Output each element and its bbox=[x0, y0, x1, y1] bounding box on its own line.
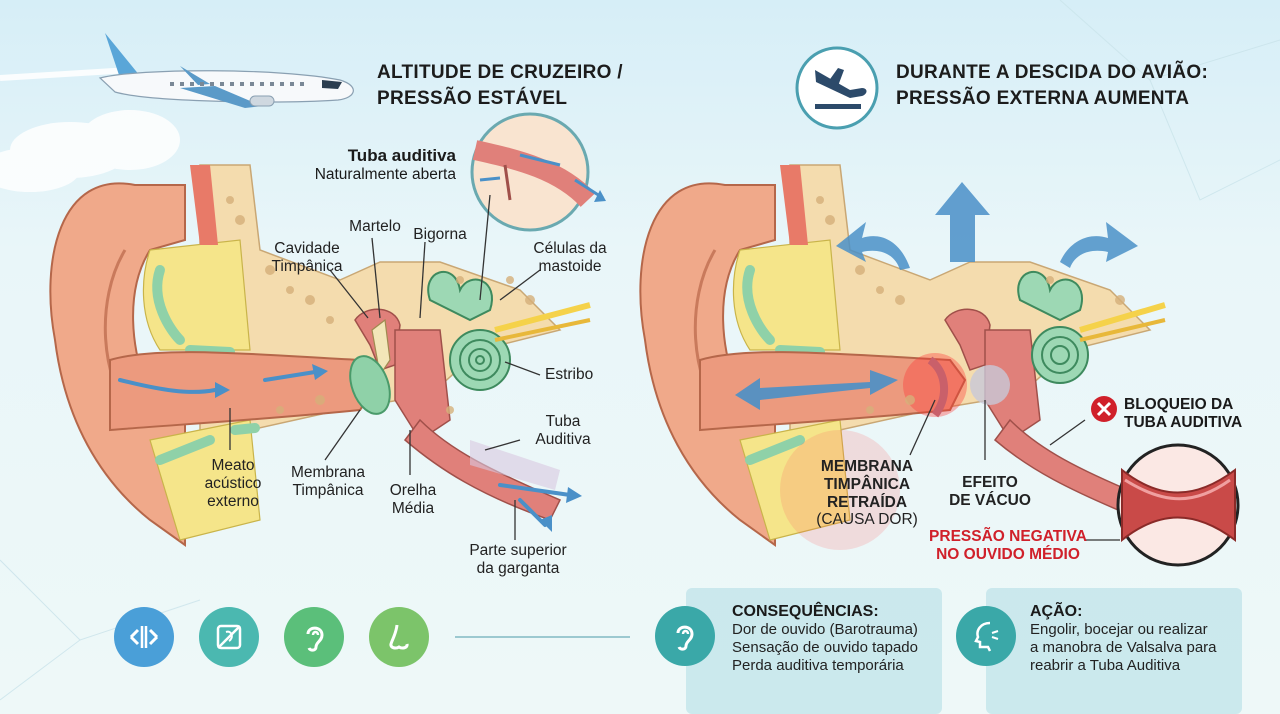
label-tuba-top: Tuba auditiva Naturalmente aberta bbox=[300, 146, 456, 183]
left-title: ALTITUDE DE CRUZEIRO / PRESSÃO ESTÁVEL bbox=[377, 62, 623, 110]
label-celulas-1: Células da bbox=[533, 240, 607, 257]
consequencias-content: CONSEQUÊNCIAS: Dor de ouvido (Barotrauma… bbox=[732, 603, 918, 675]
label-celulas: Células da mastoide bbox=[520, 240, 620, 276]
left-title-line1: ALTITUDE DE CRUZEIRO / bbox=[377, 62, 623, 83]
label-pressao-2: NO OUVIDO MÉDIO bbox=[936, 545, 1080, 563]
acao-line3: reabrir a Tuba Auditiva bbox=[1030, 657, 1181, 675]
airplane-graphic bbox=[0, 33, 354, 108]
label-meato-2: acústico bbox=[204, 474, 262, 492]
label-garganta-1: Parte superior bbox=[469, 542, 567, 559]
label-vacuo-1: EFEITO bbox=[962, 474, 1018, 491]
consequencias-panel bbox=[686, 588, 942, 714]
ear-icon bbox=[284, 607, 344, 667]
label-pressao-negativa: PRESSÃO NEGATIVA NO OUVIDO MÉDIO bbox=[928, 528, 1088, 564]
label-orelha-1: Orelha bbox=[389, 482, 437, 499]
label-garganta-2: da garganta bbox=[476, 559, 560, 577]
consequencias-line3: Perda auditiva temporária bbox=[732, 657, 904, 675]
label-celulas-2: mastoide bbox=[538, 257, 602, 275]
label-bigorna: Bigorna bbox=[413, 226, 467, 243]
nose-icon bbox=[369, 607, 429, 667]
ear-pain-icon bbox=[655, 606, 715, 666]
label-orelha-2: Média bbox=[391, 499, 435, 517]
label-tuba-top-title: Tuba auditiva bbox=[347, 146, 456, 165]
label-membrana-1: Membrana bbox=[290, 464, 366, 481]
label-meato: Meato acústico externo bbox=[190, 457, 276, 510]
label-bloqueio-2: TUBA AUDITIVA bbox=[1124, 413, 1243, 431]
right-title: DURANTE A DESCIDA DO AVIÃO: PRESSÃO EXTE… bbox=[896, 62, 1208, 110]
label-meato-3: externo bbox=[207, 492, 259, 510]
label-membrana-retraida-3: RETRAÍDA bbox=[826, 493, 908, 511]
label-garganta: Parte superior da garganta bbox=[455, 542, 581, 578]
label-membrana-retraida-2: TIMPÂNICA bbox=[823, 475, 911, 493]
label-tuba: Tuba Auditiva bbox=[520, 413, 606, 449]
label-martelo: Martelo bbox=[349, 218, 401, 235]
acao-line1: Engolir, bocejar ou realizar bbox=[1030, 621, 1208, 639]
label-membrana-2: Timpânica bbox=[292, 481, 364, 499]
label-membrana-retraida-1: MEMBRANA bbox=[820, 458, 914, 475]
swallow-icon bbox=[956, 606, 1016, 666]
consequencias-title: CONSEQUÊNCIAS: bbox=[732, 603, 879, 620]
left-title-line2: PRESSÃO ESTÁVEL bbox=[377, 87, 568, 109]
descent-icon bbox=[795, 46, 879, 130]
right-ear-diagram bbox=[639, 164, 1240, 567]
acao-line2: a manobra de Valsalva para bbox=[1030, 639, 1217, 657]
cloud-left bbox=[0, 110, 180, 192]
acao-title: AÇÃO: bbox=[1030, 603, 1083, 620]
label-vacuo-2: DE VÁCUO bbox=[949, 491, 1031, 509]
label-vacuo: EFEITO DE VÁCUO bbox=[940, 474, 1040, 510]
label-tuba-top-sub: Naturalmente aberta bbox=[314, 165, 456, 183]
label-cavidade-2: Timpânica bbox=[271, 257, 343, 275]
right-title-line1: DURANTE A DESCIDA DO AVIÃO: bbox=[896, 62, 1209, 83]
label-membrana: Membrana Timpânica bbox=[278, 464, 378, 500]
label-membrana-retraida-4: (CAUSA DOR) bbox=[816, 511, 918, 529]
label-bloqueio-1: BLOQUEIO DA bbox=[1124, 396, 1234, 413]
right-title-line2: PRESSÃO EXTERNA AUMENTA bbox=[896, 87, 1190, 109]
label-tuba-2: Auditiva bbox=[535, 430, 591, 448]
pressure-icon bbox=[114, 607, 174, 667]
label-cavidade: Cavidade Timpânica bbox=[262, 240, 352, 276]
label-estribo: Estribo bbox=[545, 366, 594, 383]
label-bloqueio: BLOQUEIO DA TUBA AUDITIVA bbox=[1124, 396, 1242, 432]
label-cavidade-1: Cavidade bbox=[274, 240, 340, 257]
label-meato-1: Meato bbox=[211, 457, 255, 474]
consequencias-line2: Sensação de ouvido tapado bbox=[732, 639, 918, 657]
acao-panel bbox=[986, 588, 1242, 714]
consequencias-line1: Dor de ouvido (Barotrauma) bbox=[732, 621, 918, 639]
label-pressao-1: PRESSÃO NEGATIVA bbox=[929, 528, 1087, 545]
label-tuba-1: Tuba bbox=[545, 413, 581, 430]
left-ear-diagram bbox=[49, 112, 606, 547]
label-membrana-retraida: MEMBRANA TIMPÂNICA RETRAÍDA (CAUSA DOR) bbox=[808, 458, 926, 529]
label-orelha: Orelha Média bbox=[378, 482, 448, 518]
acao-content: AÇÃO: Engolir, bocejar ou realizar a man… bbox=[1030, 603, 1217, 675]
ear-crossed-icon bbox=[199, 607, 259, 667]
